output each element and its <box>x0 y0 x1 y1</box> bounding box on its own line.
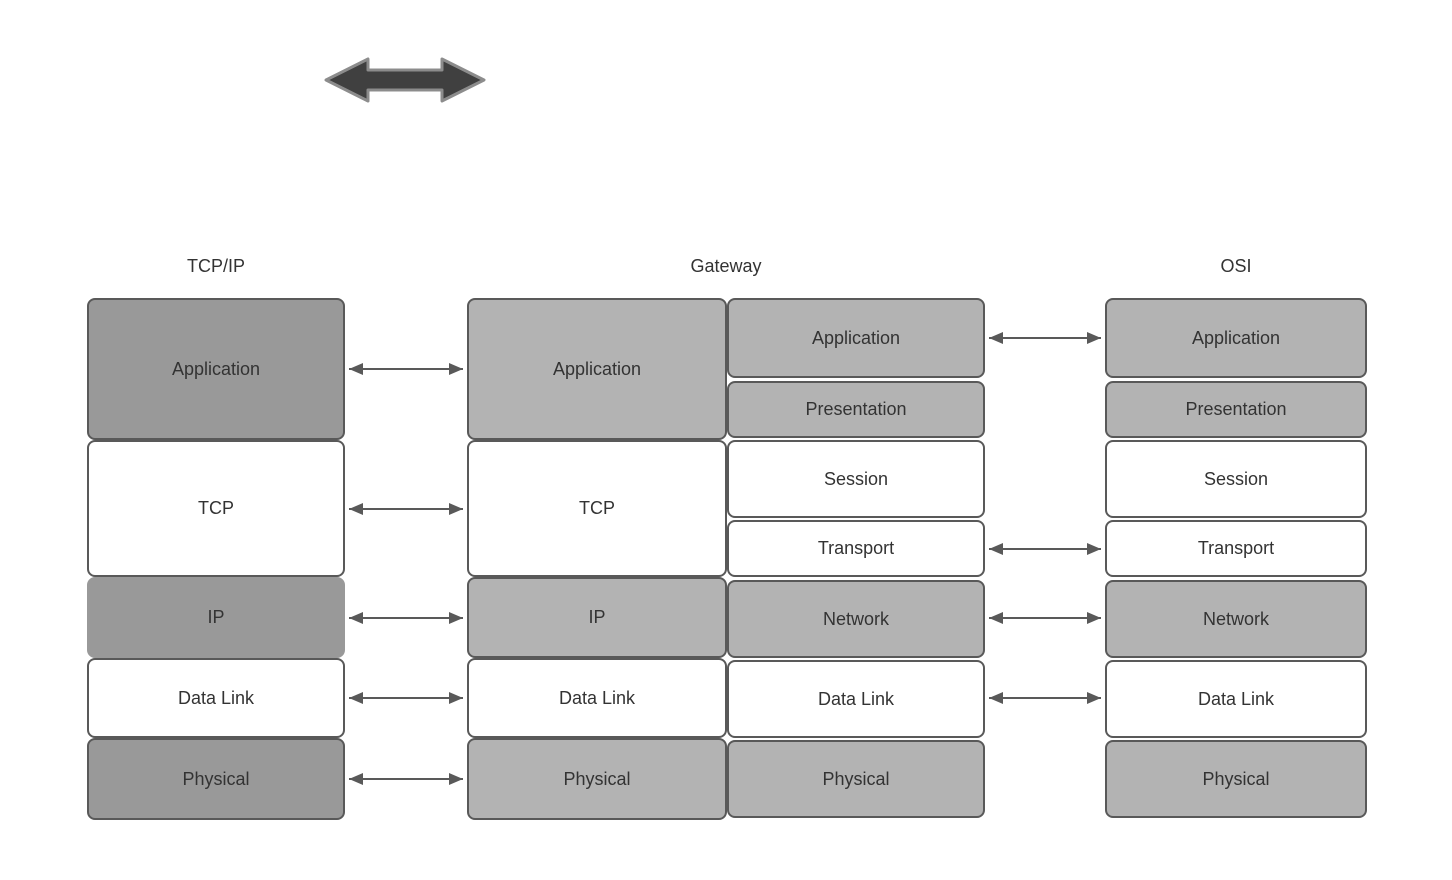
layer-label: Session <box>1203 468 1269 489</box>
gateway-right-layer-application: Application <box>727 298 985 378</box>
column-title-gateway: Gateway <box>690 256 762 276</box>
layer-label: Network <box>1202 608 1269 629</box>
layer-label: Transport <box>1197 538 1275 558</box>
column-title-tcpip: TCP/IP <box>186 256 245 276</box>
layer-label: IP <box>588 607 606 627</box>
gateway-left-layer-tcp: TCP <box>467 440 727 577</box>
layer-label: Presentation <box>805 399 907 419</box>
layer-label: Presentation <box>1185 399 1287 419</box>
layer-label: Network <box>822 608 889 629</box>
osi-layer-physical: Physical <box>1105 740 1367 818</box>
tcpip-layer-data-link: Data Link <box>87 658 345 738</box>
gateway-left-layer-physical: Physical <box>467 738 727 820</box>
gateway-right-layer-session: Session <box>727 440 985 518</box>
layer-label: Session <box>823 468 889 489</box>
layer-label: Data Link <box>817 688 895 709</box>
layer-label: Physical <box>563 768 631 789</box>
layer-label: Data Link <box>177 687 255 708</box>
layer-label: Data Link <box>1197 688 1275 709</box>
gateway-right-layer-transport: Transport <box>727 520 985 577</box>
tcpip-layer-ip: IP <box>87 577 345 658</box>
gateway-left-layer-application: Application <box>467 298 727 440</box>
column-title-osi: OSI <box>1220 256 1252 276</box>
gateway-left-layer-ip: IP <box>467 577 727 658</box>
osi-layer-transport: Transport <box>1105 520 1367 577</box>
osi-layer-session: Session <box>1105 440 1367 518</box>
gateway-right-layer-physical: Physical <box>727 740 985 818</box>
osi-layer-network: Network <box>1105 580 1367 658</box>
layer-label: Physical <box>182 768 250 789</box>
layer-label: Physical <box>822 768 890 789</box>
layer-label: TCP <box>579 498 615 518</box>
layer-label: Data Link <box>558 687 636 708</box>
gateway-left-layer-data-link: Data Link <box>467 658 727 738</box>
layer-label: IP <box>207 607 225 627</box>
layer-label: Physical <box>1202 768 1270 789</box>
gateway-right-layer-data-link: Data Link <box>727 660 985 738</box>
layer-label: Transport <box>817 538 895 558</box>
double-headed-arrow-icon <box>324 57 486 103</box>
osi-layer-application: Application <box>1105 298 1367 378</box>
osi-layer-data-link: Data Link <box>1105 660 1367 738</box>
layer-label: Application <box>552 358 642 379</box>
tcpip-layer-application: Application <box>87 298 345 440</box>
osi-layer-presentation: Presentation <box>1105 381 1367 438</box>
gateway-right-layer-network: Network <box>727 580 985 658</box>
layer-label: Application <box>1191 327 1281 348</box>
gateway-right-layer-presentation: Presentation <box>727 381 985 438</box>
tcpip-layer-tcp: TCP <box>87 440 345 577</box>
layer-label: Application <box>171 358 261 379</box>
tcpip-layer-physical: Physical <box>87 738 345 820</box>
layer-label: Application <box>811 327 901 348</box>
layer-label: TCP <box>198 498 234 518</box>
